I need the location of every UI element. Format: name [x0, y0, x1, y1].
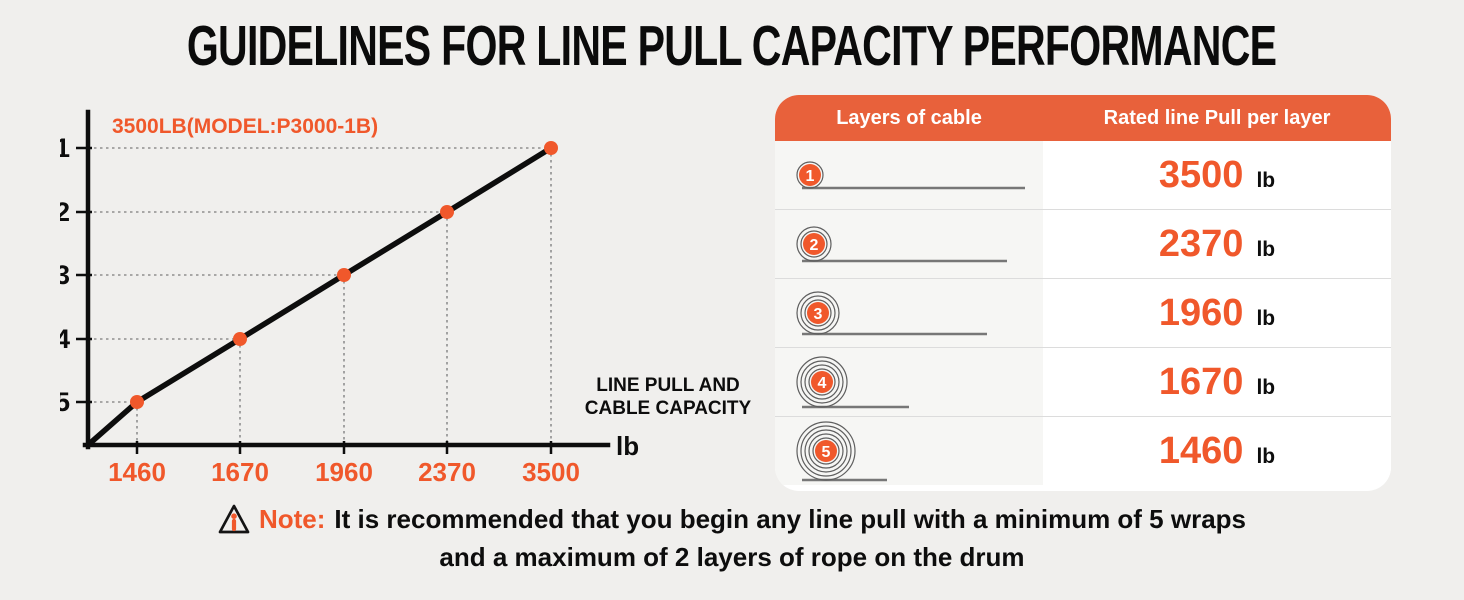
table-row: 3 1960 lb	[775, 278, 1391, 347]
chart-data-point	[130, 395, 144, 409]
rated-pull-cell: 1670 lb	[1043, 348, 1391, 416]
svg-text:1: 1	[806, 168, 815, 185]
rated-pull-valwrap: 2370 lb	[1159, 225, 1275, 263]
x-axis-unit-label: lb	[616, 431, 639, 461]
cable-coil-icon: 4	[796, 356, 909, 409]
note-label: Note:	[258, 504, 326, 534]
col-header-layers-of-cable: Layers of cable	[836, 106, 982, 129]
rated-pull-unit: lb	[1256, 376, 1276, 399]
cable-coil-icon: 2	[796, 226, 1007, 263]
svg-text:3: 3	[814, 306, 823, 323]
table-row: 2 2370 lb	[775, 209, 1391, 278]
x-tick-label: 2370	[418, 457, 476, 487]
chart-data-point	[337, 268, 351, 282]
layers-cell: 2	[775, 210, 1043, 278]
y-tick-label: 2	[60, 197, 70, 227]
svg-text:5: 5	[822, 444, 831, 461]
table-row: 1 3500 lb	[775, 141, 1391, 209]
table-row: 5 1460 lb	[775, 416, 1391, 485]
rated-pull-value: 1960	[1158, 292, 1244, 334]
chart-model-label: 3500LB(MODEL:P3000-1B)	[112, 115, 378, 138]
note-text-line1: It is recommended that you begin any lin…	[334, 504, 1247, 534]
rated-pull-unit: lb	[1256, 445, 1276, 468]
rated-pull-cell: 1960 lb	[1043, 279, 1391, 347]
rated-pull-valwrap: 1460 lb	[1159, 432, 1275, 470]
x-tick-label: 1960	[315, 457, 373, 487]
col-header-rated-line-pull: Rated line Pull per layer	[1103, 106, 1331, 129]
layers-cell: 1	[775, 141, 1043, 209]
x-tick-label: 3500	[522, 457, 580, 487]
cable-coil-icon: 3	[796, 291, 987, 336]
chart-data-point	[440, 205, 454, 219]
layers-cell: 3	[775, 279, 1043, 347]
layers-cell: 4	[775, 348, 1043, 416]
y-tick-label: 1	[60, 133, 70, 163]
cable-coil-icon: 5	[796, 421, 887, 482]
title-bar: GUIDELINES FOR LINE PULL CAPACITY PERFOR…	[0, 18, 1464, 75]
y-tick-label: 4	[60, 324, 70, 354]
rated-pull-valwrap: 1960 lb	[1159, 294, 1275, 332]
rated-pull-cell: 2370 lb	[1043, 210, 1391, 278]
rated-pull-value: 1460	[1158, 430, 1244, 472]
rated-pull-valwrap: 3500 lb	[1159, 156, 1275, 194]
rated-pull-unit: lb	[1256, 238, 1276, 261]
note-line1: Note: It is recommended that you begin a…	[0, 503, 1464, 536]
note: Note: It is recommended that you begin a…	[0, 503, 1464, 573]
axis-caption-line2: CABLE CAPACITY	[584, 398, 752, 419]
rated-pull-cell: 3500 lb	[1043, 141, 1391, 209]
rated-pull-value: 2370	[1158, 223, 1244, 265]
capacity-table: Layers of cable Rated line Pull per laye…	[775, 95, 1391, 491]
line-pull-chart: lb 1 2 3 4 5 1460 1670 1960 2370 3500 3500LB(MODEL:…	[60, 109, 639, 487]
layers-cell: 5	[775, 417, 1043, 485]
y-tick-label: 3	[60, 260, 70, 290]
warning-icon	[218, 504, 250, 534]
rated-pull-unit: lb	[1256, 307, 1276, 330]
rated-pull-unit: lb	[1256, 169, 1276, 192]
svg-text:4: 4	[818, 375, 827, 392]
cable-coil-icon: 1	[796, 161, 1025, 190]
table-body: 1 3500 lb 2 2370 lb 3 1960 lb 4 1670 lb 5 1460 lb	[775, 141, 1391, 485]
rated-pull-value: 3500	[1158, 154, 1244, 196]
y-tick-label: 5	[60, 387, 70, 417]
rated-pull-cell: 1460 lb	[1043, 417, 1391, 485]
axis-caption-line1: LINE PULL AND	[596, 375, 740, 396]
table-row: 4 1670 lb	[775, 347, 1391, 416]
svg-text:2: 2	[810, 237, 819, 254]
note-text-line2: and a maximum of 2 layers of rope on the…	[439, 542, 1025, 572]
data-line	[85, 145, 554, 448]
axis-caption: LINE PULL AND CABLE CAPACITY	[572, 374, 764, 420]
x-tick-label: 1460	[108, 457, 166, 487]
rated-pull-value: 1670	[1158, 361, 1244, 403]
page-title: GUIDELINES FOR LINE PULL CAPACITY PERFOR…	[187, 14, 1277, 78]
table-header-row: Layers of cable Rated line Pull per laye…	[775, 95, 1391, 141]
rated-pull-valwrap: 1670 lb	[1159, 363, 1275, 401]
chart-data-point	[544, 141, 558, 155]
x-tick-label: 1670	[211, 457, 269, 487]
chart-data-point	[233, 332, 247, 346]
